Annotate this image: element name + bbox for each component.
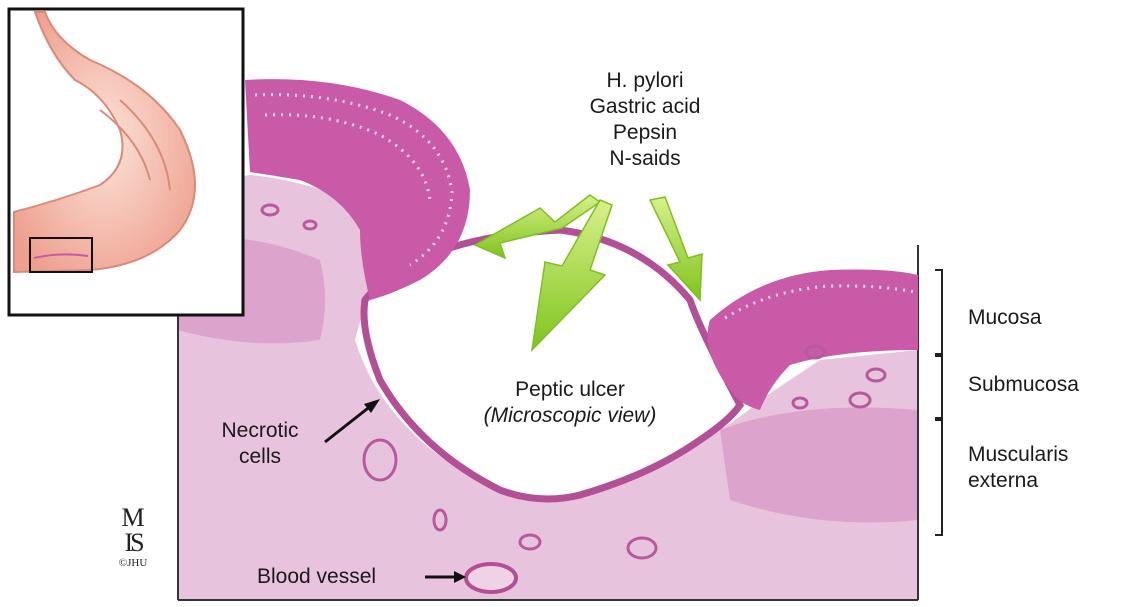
muscularis-label: Muscularis externa	[968, 442, 1068, 494]
logo-mark-bottom: IS	[108, 530, 158, 556]
cause-pepsin: Pepsin	[555, 120, 735, 146]
logo-mark-top: M	[108, 506, 158, 530]
ulcer-label: Peptic ulcer (Microscopic view)	[445, 377, 695, 429]
causes-label: H. pylori Gastric acid Pepsin N-saids	[555, 68, 735, 172]
cause-h-pylori: H. pylori	[555, 68, 735, 94]
muscularis-line-1: Muscularis	[968, 442, 1068, 468]
ulcer-subtitle: (Microscopic view)	[445, 403, 695, 429]
blood-vessel	[466, 564, 516, 592]
mis-logo: M IS ©JHU	[108, 506, 158, 570]
muscularis-line-2: externa	[968, 468, 1068, 494]
logo-copyright: ©JHU	[108, 556, 158, 570]
mucosa-label: Mucosa	[968, 305, 1042, 331]
cause-gastric-acid: Gastric acid	[555, 94, 735, 120]
blood-vessel-label: Blood vessel	[257, 564, 376, 590]
necrotic-line-2: cells	[200, 444, 320, 470]
layer-brackets	[935, 270, 942, 535]
submucosa-label: Submucosa	[968, 372, 1079, 398]
mucosa-bracket	[935, 270, 942, 354]
necrotic-label: Necrotic cells	[200, 418, 320, 470]
cause-nsaids: N-saids	[555, 146, 735, 172]
submucosa-bracket	[935, 356, 942, 418]
muscularis-bracket	[935, 420, 942, 535]
ulcer-title: Peptic ulcer	[445, 377, 695, 403]
stomach-inset	[9, 9, 243, 315]
necrotic-line-1: Necrotic	[200, 418, 320, 444]
